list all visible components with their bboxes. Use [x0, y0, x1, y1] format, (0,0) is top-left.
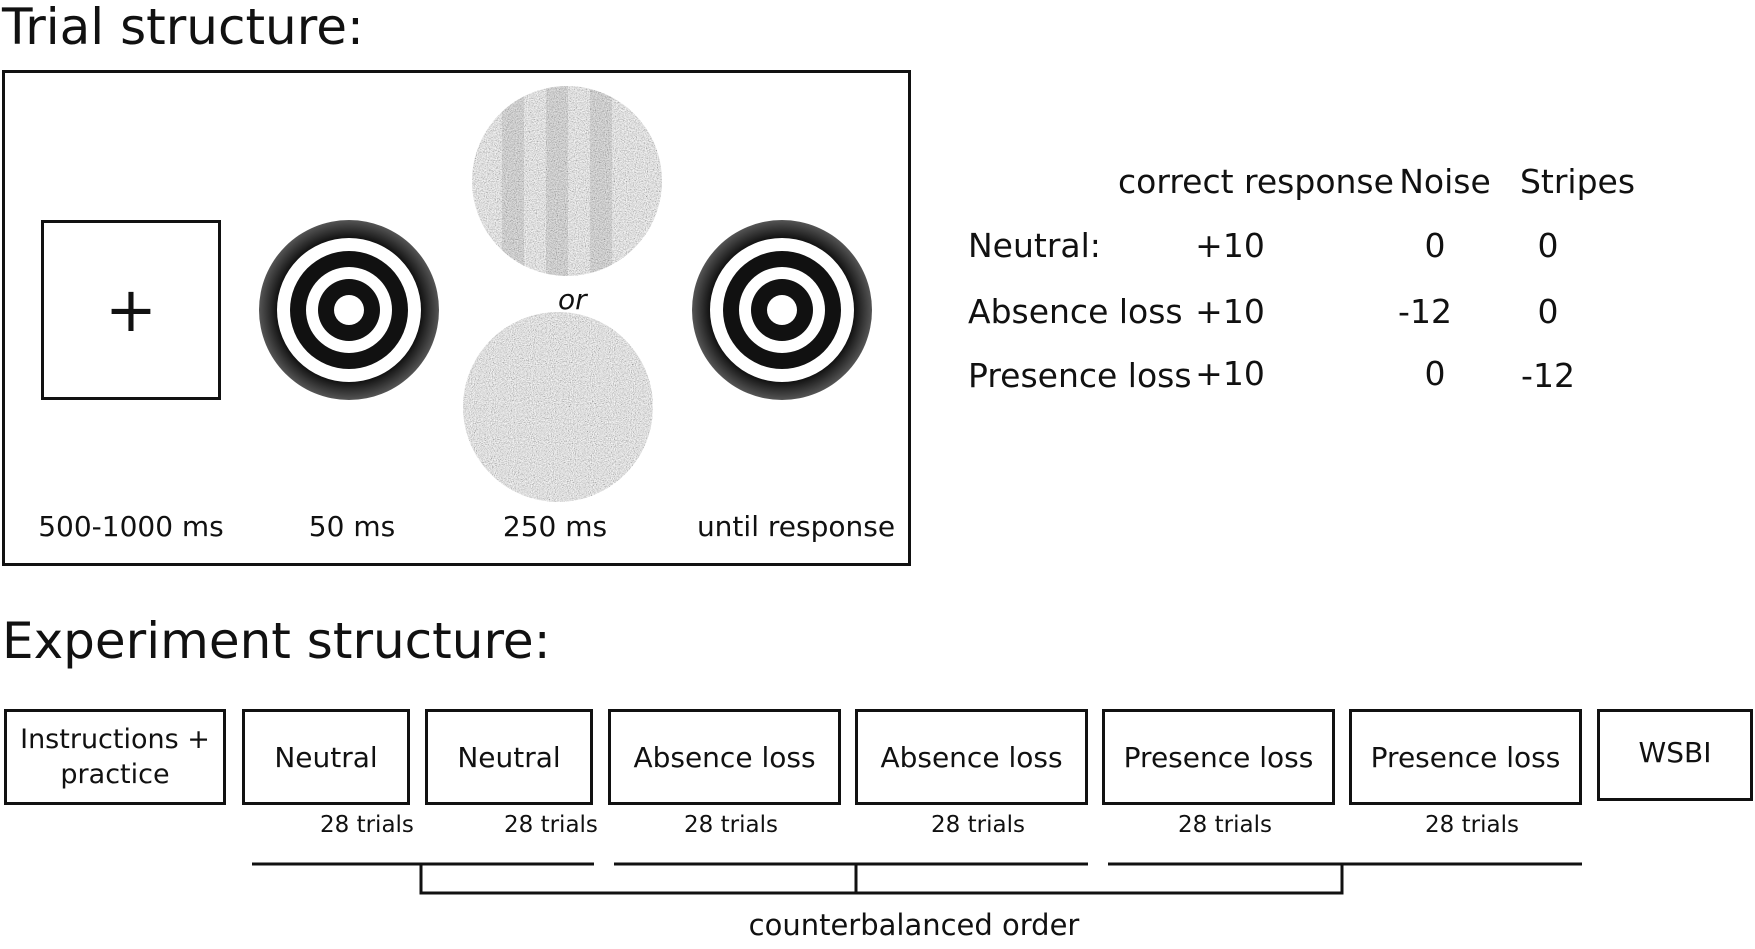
- trials-absence-2: 28 trials: [931, 812, 1025, 838]
- block-neutral-1: Neutral: [242, 709, 410, 805]
- row-neutral-label: Neutral:: [968, 226, 1101, 265]
- or-label: or: [558, 283, 587, 316]
- duration-response: until response: [696, 510, 896, 543]
- block-neutral-2: Neutral: [425, 709, 593, 805]
- row-neutral-noise: 0: [1424, 226, 1446, 265]
- block-presence-1: Presence loss: [1102, 709, 1335, 805]
- row-absence-noise: -12: [1398, 292, 1452, 331]
- header-correct-response: correct response: [1118, 162, 1394, 201]
- experiment-structure-heading: Experiment structure:: [2, 612, 551, 670]
- block-wsbi: WSBI: [1597, 709, 1753, 801]
- trial-structure-frame: [2, 70, 911, 566]
- trials-absence-1: 28 trials: [684, 812, 778, 838]
- fixation-box: [41, 220, 221, 400]
- row-absence-stripes: 0: [1537, 292, 1559, 331]
- block-instructions: Instructions + practice: [4, 709, 226, 805]
- row-neutral-correct: +10: [1195, 226, 1265, 265]
- header-stripes: Stripes: [1519, 162, 1636, 201]
- trials-neutral-2: 28 trials: [504, 812, 598, 838]
- noise-stimulus-stripes-icon: [472, 86, 662, 276]
- trials-presence-1: 28 trials: [1178, 812, 1272, 838]
- duration-fixation: 500-1000 ms: [38, 510, 224, 543]
- bullseye-cue-icon: [259, 220, 439, 400]
- block-absence-2: Absence loss: [855, 709, 1088, 805]
- row-absence-correct: +10: [1195, 292, 1265, 331]
- row-presence-stripes: -12: [1521, 356, 1575, 395]
- counterbalanced-order-label: counterbalanced order: [748, 908, 1080, 942]
- row-absence-label: Absence loss: [968, 292, 1183, 331]
- fixation-cross: +: [105, 273, 157, 346]
- trial-structure-heading: Trial structure:: [2, 0, 364, 56]
- header-noise: Noise: [1399, 162, 1491, 201]
- noise-stimulus-icon: [463, 312, 653, 502]
- row-presence-label: Presence loss: [968, 356, 1192, 395]
- row-presence-correct: +10: [1195, 354, 1265, 393]
- duration-cue: 50 ms: [308, 510, 396, 543]
- row-presence-noise: 0: [1424, 354, 1446, 393]
- block-absence-1: Absence loss: [608, 709, 841, 805]
- trials-presence-2: 28 trials: [1425, 812, 1519, 838]
- bullseye-response-icon: [692, 220, 872, 400]
- block-presence-2: Presence loss: [1349, 709, 1582, 805]
- trials-neutral-1: 28 trials: [320, 812, 414, 838]
- row-neutral-stripes: 0: [1537, 226, 1559, 265]
- duration-stimulus: 250 ms: [502, 510, 608, 543]
